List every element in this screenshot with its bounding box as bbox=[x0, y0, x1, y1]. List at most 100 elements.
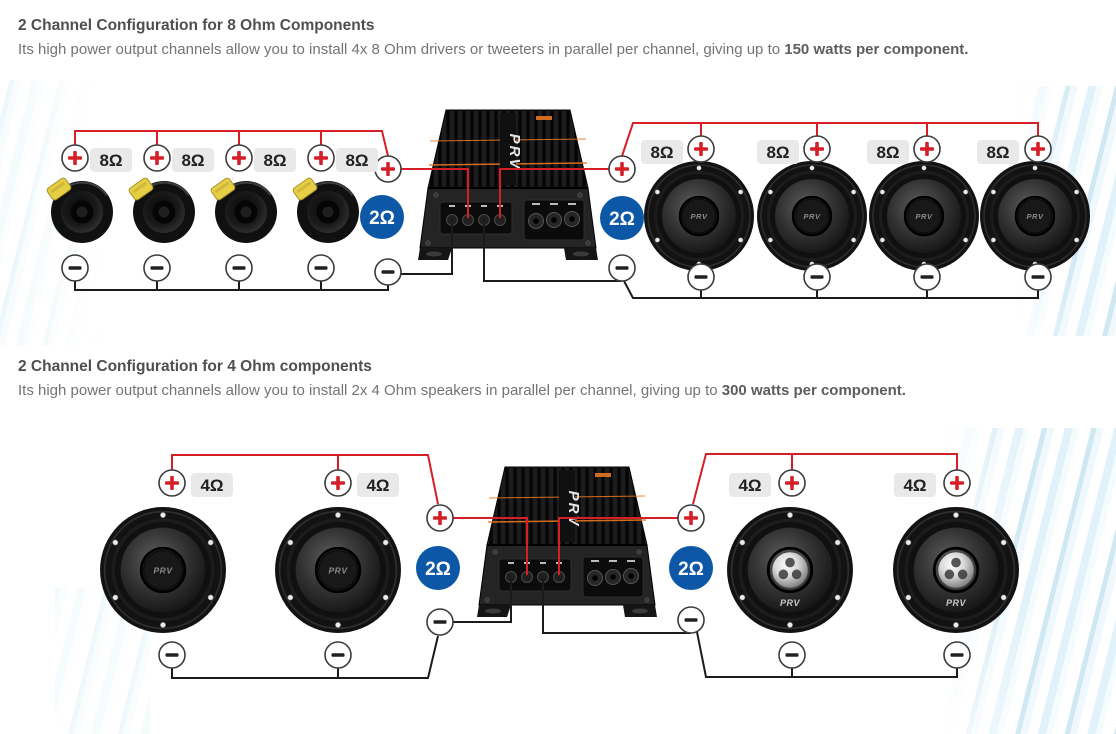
speaker-brand-label: PRV bbox=[916, 212, 933, 221]
amplifier: PRV bbox=[477, 467, 657, 617]
positive-terminal bbox=[61, 144, 89, 172]
tweeter-speaker bbox=[208, 175, 283, 249]
positive-terminal bbox=[324, 469, 352, 497]
midrange-speaker: PRV bbox=[869, 161, 979, 271]
negative-terminal bbox=[307, 254, 335, 282]
svg-text:8Ω: 8Ω bbox=[986, 143, 1009, 162]
positive-terminal bbox=[158, 469, 186, 497]
svg-text:8Ω: 8Ω bbox=[650, 143, 673, 162]
impedance-chip: 4Ω bbox=[894, 473, 936, 497]
section-8ohm-header: 2 Channel Configuration for 8 Ohm Compon… bbox=[18, 15, 968, 61]
svg-text:8Ω: 8Ω bbox=[876, 143, 899, 162]
speaker-brand-label: PRV bbox=[1027, 212, 1044, 221]
negative-terminal bbox=[677, 606, 705, 634]
impedance-chip: 8Ω bbox=[867, 140, 909, 164]
svg-text:4Ω: 4Ω bbox=[738, 476, 761, 495]
positive-wire-amp bbox=[453, 517, 678, 575]
positive-terminal bbox=[687, 135, 715, 163]
amp-brand-label: PRV bbox=[506, 134, 523, 171]
negative-terminal bbox=[778, 641, 806, 669]
bullet-midrange-speaker: PRV bbox=[893, 507, 1019, 633]
description-bold-text: 150 watts per component. bbox=[784, 41, 969, 58]
description-text: Its high power output channels allow you… bbox=[18, 41, 785, 58]
section-4ohm-header: 2 Channel Configuration for 4 Ohm compon… bbox=[18, 356, 906, 402]
positive-terminal bbox=[803, 135, 831, 163]
positive-wire-bus-left bbox=[171, 454, 439, 505]
midrange-speaker: PRV bbox=[980, 161, 1090, 271]
impedance-chip: 8Ω bbox=[254, 148, 296, 172]
tweeter-speaker bbox=[44, 175, 119, 249]
bridge-impedance-badge: 2Ω bbox=[600, 196, 644, 240]
impedance-chip: 4Ω bbox=[357, 473, 399, 497]
positive-terminal bbox=[426, 504, 454, 532]
svg-text:2Ω: 2Ω bbox=[609, 209, 635, 230]
impedance-chip: 8Ω bbox=[172, 148, 214, 172]
speaker-brand-label: PRV bbox=[780, 598, 801, 608]
negative-terminal bbox=[1024, 263, 1052, 291]
negative-terminal bbox=[61, 254, 89, 282]
negative-terminal bbox=[225, 254, 253, 282]
positive-wire-bus-right bbox=[692, 453, 958, 505]
negative-terminal bbox=[324, 641, 352, 669]
positive-terminal bbox=[677, 504, 705, 532]
positive-wire-bus-left bbox=[74, 130, 389, 157]
negative-wire-amp bbox=[453, 575, 691, 634]
description-bold-text: 300 watts per component. bbox=[721, 382, 906, 399]
negative-terminal bbox=[158, 641, 186, 669]
speaker-brand-label: PRV bbox=[329, 566, 349, 576]
impedance-chip: 8Ω bbox=[977, 140, 1019, 164]
speaker-brand-label: PRV bbox=[804, 212, 821, 221]
negative-wire-bus-right bbox=[696, 631, 958, 678]
negative-terminal bbox=[143, 254, 171, 282]
impedance-chip: 4Ω bbox=[191, 473, 233, 497]
positive-wire-amp bbox=[401, 168, 609, 218]
midrange-speaker: PRV bbox=[275, 507, 401, 633]
speaker-brand-label: PRV bbox=[691, 212, 708, 221]
bridge-impedance-badge: 2Ω bbox=[360, 195, 404, 239]
positive-terminal bbox=[608, 155, 636, 183]
positive-terminal bbox=[143, 144, 171, 172]
positive-terminal bbox=[1024, 135, 1052, 163]
tweeter-speaker bbox=[126, 175, 201, 249]
positive-terminal bbox=[943, 469, 971, 497]
svg-text:4Ω: 4Ω bbox=[366, 476, 389, 495]
diagram-4ohm-wiring: PRV PRV PRV PRV PRV bbox=[0, 453, 1116, 679]
positive-terminal bbox=[778, 469, 806, 497]
negative-terminal bbox=[426, 608, 454, 636]
tweeter-speaker bbox=[290, 175, 365, 249]
svg-text:8Ω: 8Ω bbox=[263, 151, 286, 170]
negative-terminal bbox=[374, 258, 402, 286]
section-heading: 2 Channel Configuration for 8 Ohm Compon… bbox=[18, 17, 375, 34]
impedance-chip: 8Ω bbox=[641, 140, 683, 164]
description-text: Its high power output channels allow you… bbox=[18, 382, 722, 399]
impedance-chip: 8Ω bbox=[336, 148, 378, 172]
svg-text:8Ω: 8Ω bbox=[181, 151, 204, 170]
section-description: Its high power output channels allow you… bbox=[18, 379, 906, 402]
positive-wire-bus-right bbox=[621, 122, 1039, 157]
svg-text:4Ω: 4Ω bbox=[903, 476, 926, 495]
svg-text:2Ω: 2Ω bbox=[369, 208, 395, 229]
bullet-midrange-speaker: PRV bbox=[727, 507, 853, 633]
svg-text:4Ω: 4Ω bbox=[200, 476, 223, 495]
bridge-impedance-badge: 2Ω bbox=[669, 546, 713, 590]
section-heading: 2 Channel Configuration for 4 Ohm compon… bbox=[18, 358, 372, 375]
impedance-chip: 8Ω bbox=[90, 148, 132, 172]
amp-brand-label: PRV bbox=[565, 491, 582, 528]
svg-text:2Ω: 2Ω bbox=[678, 559, 704, 580]
negative-terminal bbox=[913, 263, 941, 291]
negative-wire-bus-left bbox=[74, 281, 389, 291]
bridge-impedance-badge: 2Ω bbox=[416, 546, 460, 590]
svg-text:8Ω: 8Ω bbox=[99, 151, 122, 170]
impedance-chip: 4Ω bbox=[729, 473, 771, 497]
speaker-brand-label: PRV bbox=[154, 566, 174, 576]
svg-text:8Ω: 8Ω bbox=[345, 151, 368, 170]
positive-terminal bbox=[913, 135, 941, 163]
midrange-speaker: PRV bbox=[100, 507, 226, 633]
diagram-8ohm-wiring: PRV PRV PRV PRV PRV bbox=[44, 88, 1116, 299]
section-description: Its high power output channels allow you… bbox=[18, 38, 968, 61]
negative-terminal bbox=[803, 263, 831, 291]
negative-wire-bus-left bbox=[171, 635, 439, 679]
midrange-speaker: PRV bbox=[757, 161, 867, 271]
negative-terminal bbox=[608, 254, 636, 282]
